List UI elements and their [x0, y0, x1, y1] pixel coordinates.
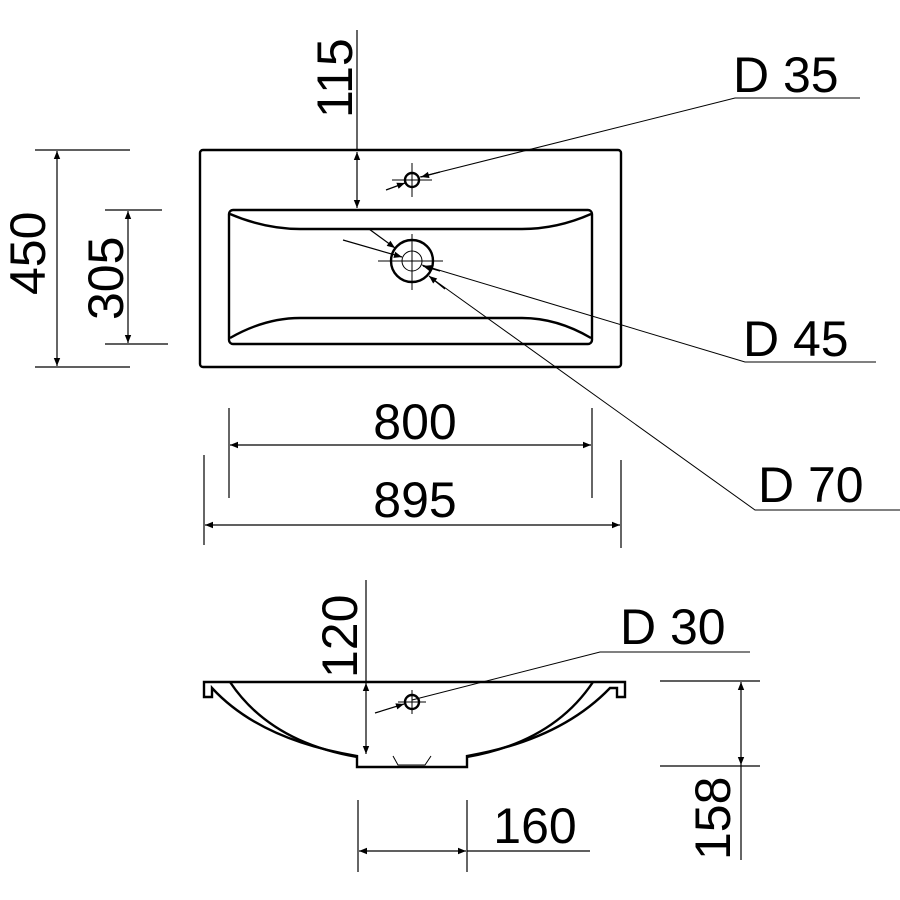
callout-side-hole: D 30	[620, 599, 726, 655]
drain-outlet	[392, 755, 432, 766]
dim-base-width: 160	[493, 798, 576, 854]
basin-outline	[198, 148, 623, 369]
bowl-inner-right	[466, 681, 594, 759]
bowl-bottom-curve	[229, 316, 592, 340]
top-view: 115 450 305 800 895 D 35 D 45	[0, 30, 900, 548]
dim-bowl-width: 800	[373, 394, 456, 450]
dim-overall-depth: 450	[0, 212, 56, 295]
dim-total-height: 158	[685, 777, 741, 860]
side-view: 120 D 30 158 160	[202, 580, 760, 872]
dim-bowl-depth: 305	[78, 237, 134, 320]
bowl-outline	[227, 208, 594, 346]
callout-tap-hole: D 35	[733, 47, 839, 103]
bowl-inner-left	[229, 681, 358, 759]
callout-drain-inner: D 45	[743, 311, 849, 367]
bowl-top-curve	[229, 212, 592, 231]
dim-bowl-height: 120	[312, 595, 368, 678]
callout-drain-outer: D 70	[758, 457, 864, 513]
dim-overall-width: 895	[373, 472, 456, 528]
dim-tap-offset: 115	[307, 38, 363, 118]
